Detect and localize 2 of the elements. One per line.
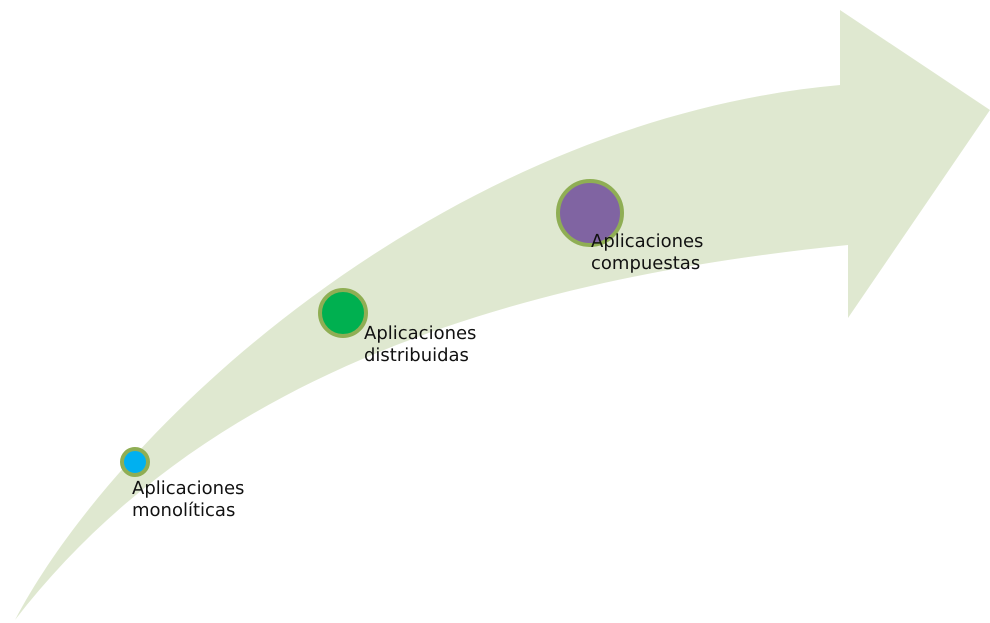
stage-label: Aplicaciones distribuidas	[364, 323, 478, 367]
stage-label: Aplicaciones monolíticas	[132, 478, 246, 522]
